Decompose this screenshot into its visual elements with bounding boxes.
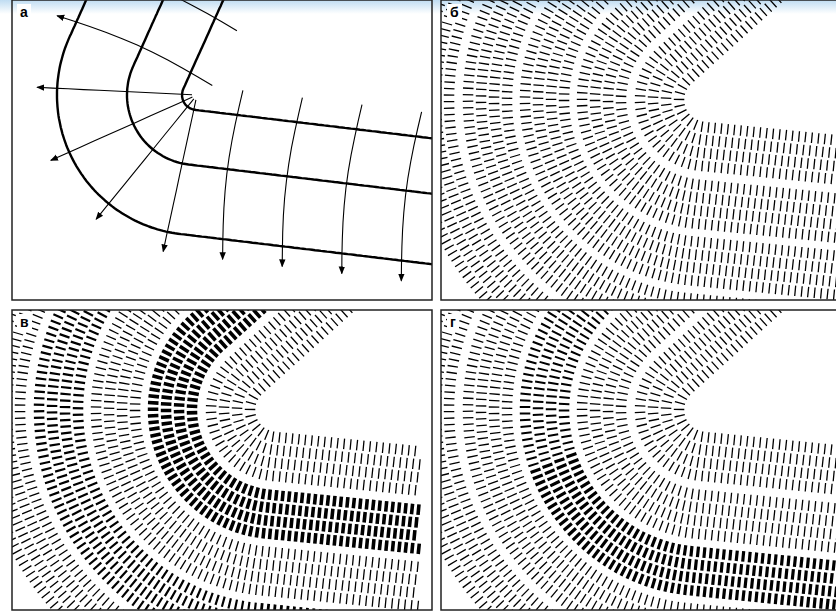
stress-trajectory — [282, 98, 302, 267]
layer-boundary — [182, 0, 432, 153]
panel-letter: а — [17, 4, 31, 20]
strain-ticks — [12, 310, 420, 610]
stress-trajectory — [163, 100, 196, 252]
stress-trajectory — [401, 112, 421, 281]
layer-boundary — [57, 0, 432, 277]
strain-ticks — [34, 310, 256, 610]
fold-panel — [12, 0, 551, 300]
fold-panel — [429, 299, 836, 613]
fold-panel — [0, 299, 432, 613]
stress-trajectory — [96, 99, 194, 219]
stress-trajectory — [51, 97, 193, 160]
stress-trajectory — [82, 0, 237, 31]
stress-trajectory — [342, 105, 362, 274]
stress-trajectory — [223, 90, 243, 259]
layer-boundary — [127, 0, 432, 207]
strain-ticks — [148, 310, 420, 554]
panel-letter: в — [17, 314, 32, 330]
panel-letter: б — [447, 4, 462, 20]
panel-frame — [441, 310, 836, 610]
panel-frame — [12, 310, 432, 610]
panel-frame — [12, 0, 432, 300]
strain-ticks — [531, 454, 836, 611]
panel-letter: г — [447, 314, 459, 330]
strain-ticks — [261, 603, 353, 610]
stress-trajectory — [37, 87, 192, 95]
strain-ticks — [441, 310, 836, 610]
strain-ticks — [441, 0, 836, 300]
stress-trajectory — [57, 16, 212, 86]
fold-panel — [429, 0, 836, 313]
panel-frame — [441, 0, 836, 300]
